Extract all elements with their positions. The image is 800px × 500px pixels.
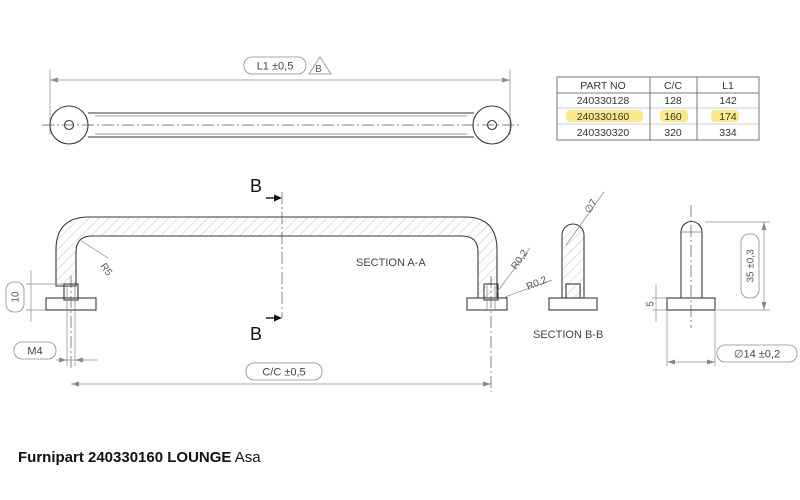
height-base-label: 5 [646,301,657,307]
radius-small-2-label: R0,2 [525,275,549,293]
table-cell: 240330160 [577,111,630,123]
table-cell: 128 [664,95,682,107]
cut-marker-top: B [250,176,262,196]
table-cell: 142 [719,95,737,107]
height-left-label: 10 [11,291,22,303]
technical-drawing: L1 ±0,5 B PART NO C/C L1 240330128 128 1… [5,56,798,392]
table-header-cc: C/C [664,80,683,92]
cut-marker-bottom: B [250,324,262,344]
table-cell: 334 [719,127,737,139]
table-cell: 174 [719,111,737,123]
section-bb: ∅7 SECTION B-B [533,191,605,341]
top-view: L1 ±0,5 B [42,56,520,145]
part-table: PART NO C/C L1 240330128 128 142 2403301… [556,76,760,141]
side-view: 35 ±0,3 5 ∅14 ±0,2 [646,205,798,366]
caption-bold: Furnipart 240330160 LOUNGE [18,449,232,466]
height-right-label: 35 ±0,3 [746,249,757,283]
diameter-top-label: ∅7 [583,197,600,215]
product-caption: Furnipart 240330160 LOUNGE Asa [18,449,261,466]
thread-label: M4 [27,346,42,358]
table-cell: 320 [664,127,682,139]
table-header-part: PART NO [580,80,626,92]
diameter-base-label: ∅14 ±0,2 [734,349,780,361]
table-cell: 160 [664,111,682,123]
table-cell: 240330320 [577,127,630,139]
section-aa: B B SECTION A-A R5 R0,2 R0,2 10 M4 C/C ±… [5,176,553,392]
section-bb-label: SECTION B-B [533,329,603,341]
section-aa-label: SECTION A-A [356,257,426,269]
caption-normal: Asa [231,449,261,466]
table-cell: 240330128 [577,95,630,107]
top-dimension-tag: B [315,64,322,75]
radius-main-label: R5 [98,261,115,278]
top-dimension-label: L1 ±0,5 [257,61,294,73]
cc-dimension-label: C/C ±0,5 [262,367,305,379]
table-header-l1: L1 [722,80,734,92]
